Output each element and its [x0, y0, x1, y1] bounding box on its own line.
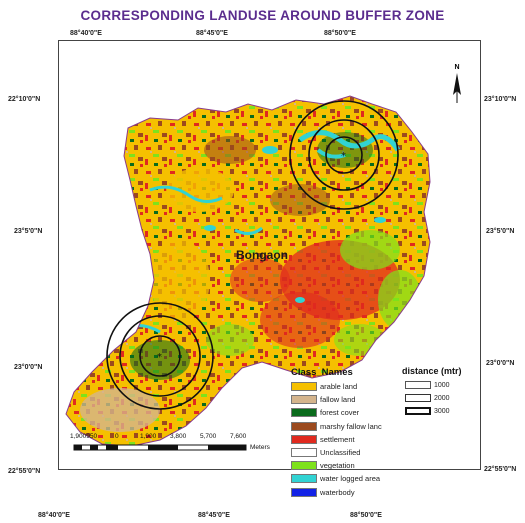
buffer-zone-northeast: *	[289, 100, 399, 210]
legend-item: fallow land	[291, 394, 355, 405]
scale-label: 3,800	[170, 433, 187, 440]
coord-left-1: 22°10'0"N	[8, 96, 41, 103]
legend-swatch	[291, 461, 317, 471]
legend-swatch	[291, 421, 317, 431]
legend-item: Unclassified	[291, 447, 360, 458]
legend-label: settlement	[320, 434, 355, 444]
town-label: Bongaon	[236, 248, 288, 262]
legend-item: waterbody	[291, 487, 355, 498]
north-arrow-icon: N	[450, 64, 464, 103]
distance-item-1000: 1000	[405, 380, 450, 390]
distance-swatch	[405, 394, 431, 402]
distance-swatch	[405, 407, 431, 415]
coord-right-1: 23°10'0"N	[484, 96, 517, 103]
scale-label: 0	[115, 433, 119, 440]
distance-legend-title: distance (mtr)	[402, 366, 462, 376]
legend-label: arable land	[320, 382, 358, 391]
svg-text:*: *	[157, 352, 162, 363]
distance-item-2000: 2000	[405, 393, 450, 403]
coord-left-2: 23°5'0"N	[14, 228, 43, 235]
coord-left-3: 23°0'0"N	[14, 364, 43, 371]
legend-label: forest cover	[320, 408, 360, 418]
legend-item: settlement	[291, 434, 355, 445]
distance-swatch	[405, 381, 431, 389]
distance-label: 1000	[434, 381, 450, 389]
coord-bottom-3: 88°50'0"E	[350, 512, 382, 519]
scale-label: 5,700	[200, 433, 217, 440]
legend-swatch	[291, 474, 317, 484]
legend-item: water logged area	[291, 473, 380, 484]
coord-bottom-2: 88°45'0"E	[198, 512, 230, 519]
scale-label: 1,900950	[70, 433, 98, 440]
scale-label: 7,600	[230, 433, 247, 440]
legend-label: waterbody	[320, 487, 355, 497]
coord-top-3: 88°50'0"E	[324, 30, 356, 37]
coord-right-4: 22°55'0"N	[484, 466, 517, 473]
legend-item: arable land	[291, 381, 357, 392]
legend-item: vegetation	[291, 460, 355, 471]
legend-label: vegetation	[320, 461, 355, 471]
legend-swatch	[291, 382, 317, 391]
scale-label: 1,900	[140, 433, 157, 440]
legend-swatch	[291, 487, 317, 497]
legend-swatch	[291, 434, 317, 444]
legend-label: Unclassified	[320, 448, 361, 457]
buffer-zone-southwest: *	[106, 302, 214, 410]
north-label: N	[454, 64, 460, 71]
distance-item-3000: 3000	[405, 406, 450, 416]
legend-title: Class_Names	[291, 367, 353, 378]
scale-bar: 1,900950 0 1,900 3,800 5,700 7,600 Meter…	[70, 433, 280, 463]
legend-swatch	[291, 395, 317, 405]
coord-right-3: 23°0'0"N	[486, 360, 515, 367]
legend-label: fallow land	[320, 395, 356, 405]
legend-label: marshy fallow lanc	[320, 421, 382, 431]
svg-text:*: *	[341, 151, 346, 162]
legend-label: water logged area	[320, 474, 381, 484]
legend-item: forest cover	[291, 407, 359, 418]
scale-unit: Meters	[250, 444, 270, 451]
distance-label: 3000	[434, 407, 450, 415]
coord-left-4: 22°55'0"N	[8, 468, 41, 475]
distance-label: 2000	[434, 394, 450, 402]
coord-bottom-1: 88°40'0"E	[38, 512, 70, 519]
coord-top-2: 88°45'0"E	[196, 30, 228, 37]
legend-item: marshy fallow lanc	[291, 421, 382, 432]
map-title: CORRESPONDING LANDUSE AROUND BUFFER ZONE	[80, 8, 445, 23]
legend-swatch	[291, 448, 317, 457]
scale-bar-graphic	[73, 444, 247, 451]
coord-top-1: 88°40'0"E	[70, 30, 102, 37]
coord-right-2: 23°5'0"N	[486, 228, 515, 235]
legend-swatch	[291, 408, 317, 418]
